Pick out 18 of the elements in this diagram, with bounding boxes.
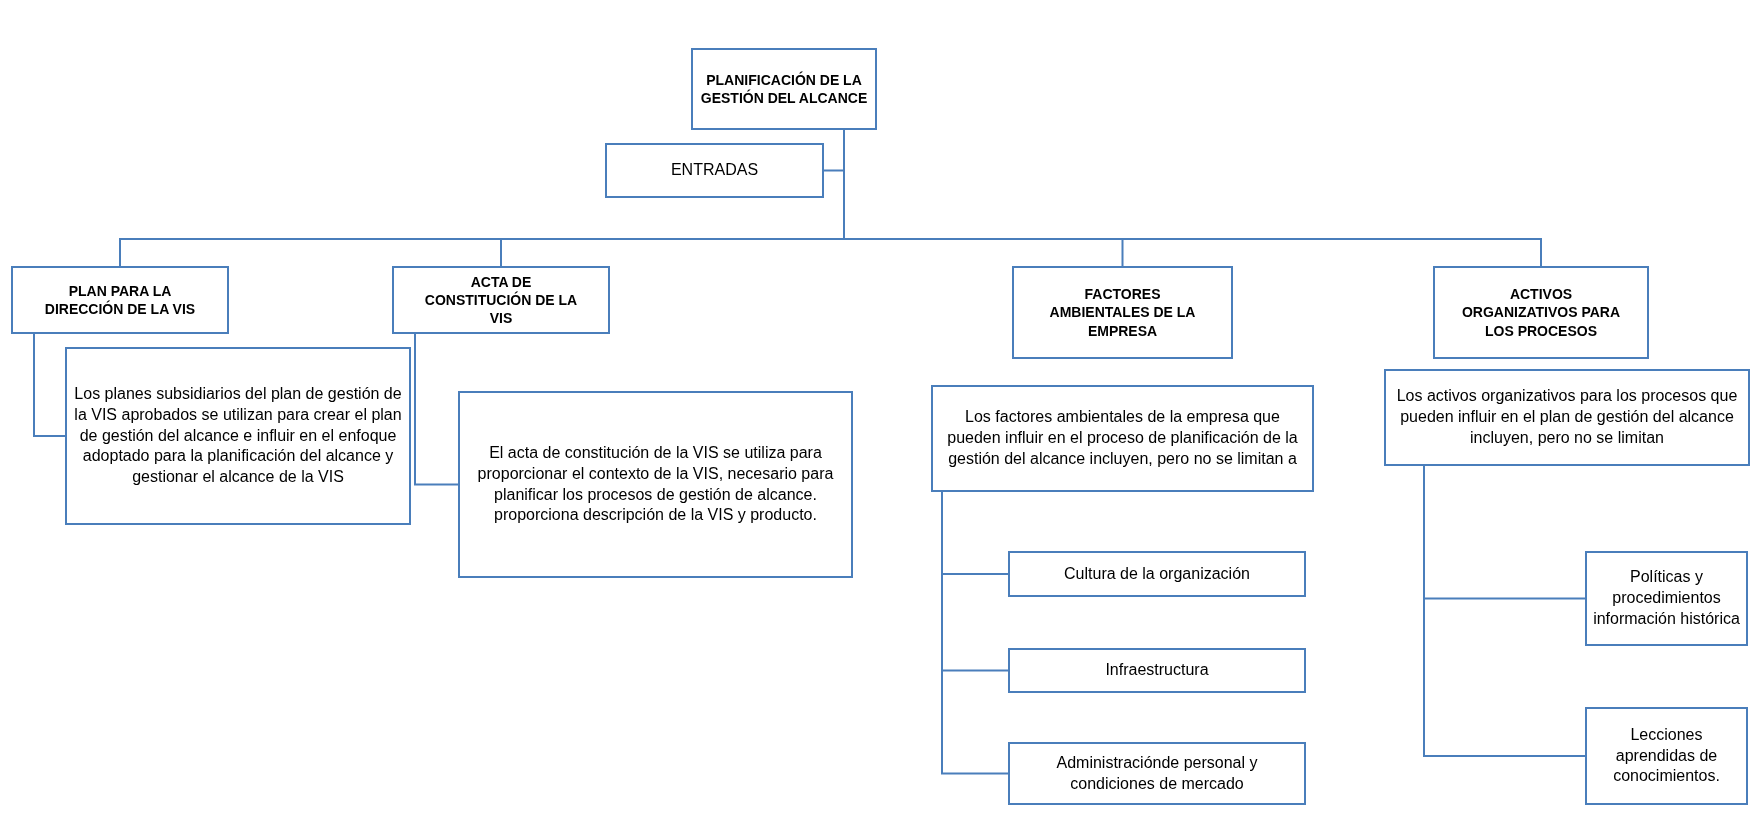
heading-box: FACTORES AMBIENTALES DE LA EMPRESA — [1012, 266, 1233, 359]
text-box: Los activos organizativos para los procesos que pueden influir en el plan de gestión del alcance incluyen, pero no se limitan — [1384, 369, 1750, 466]
heading-box: ACTA DE CONSTITUCIÓN DE LA VIS — [392, 266, 610, 334]
connector-line — [33, 333, 66, 437]
text-box: Políticas y procedimientos información histórica — [1585, 551, 1748, 646]
heading-box: ACTIVOS ORGANIZATIVOS PARA LOS PROCESOS — [1433, 266, 1649, 359]
text-box: El acta de constitución de la VIS se utiliza para proporcionar el contexto de la VIS, necesario para planificar los procesos de gestión de alcance. proporciona descripción de la VIS y producto. — [458, 391, 853, 578]
text-box: Lecciones aprendidas de conocimientos. — [1585, 707, 1748, 805]
connector-line — [941, 491, 1009, 775]
text-box: Los factores ambientales de la empresa que pueden influir en el proceso de planificación de la gestión del alcance incluyen, pero no se limitan a — [931, 385, 1314, 492]
connector-line — [414, 333, 459, 486]
heading-box: PLANIFICACIÓN DE LA GESTIÓN DEL ALCANCE — [691, 48, 877, 130]
text-box: Los planes subsidiarios del plan de gestión de la VIS aprobados se utilizan para crear el plan de gestión del alcance e influir en el enfoque adoptado para la planificación del alcance y gestionar el alcance de la VIS — [65, 347, 411, 525]
text-box: Cultura de la organización — [1008, 551, 1306, 597]
heading-box: PLAN PARA LA DIRECCIÓN DE LA VIS — [11, 266, 229, 334]
text-box: Infraestructura — [1008, 648, 1306, 693]
text-box: ENTRADAS — [605, 143, 824, 198]
text-box: Administraciónde personal y condiciones de mercado — [1008, 742, 1306, 805]
